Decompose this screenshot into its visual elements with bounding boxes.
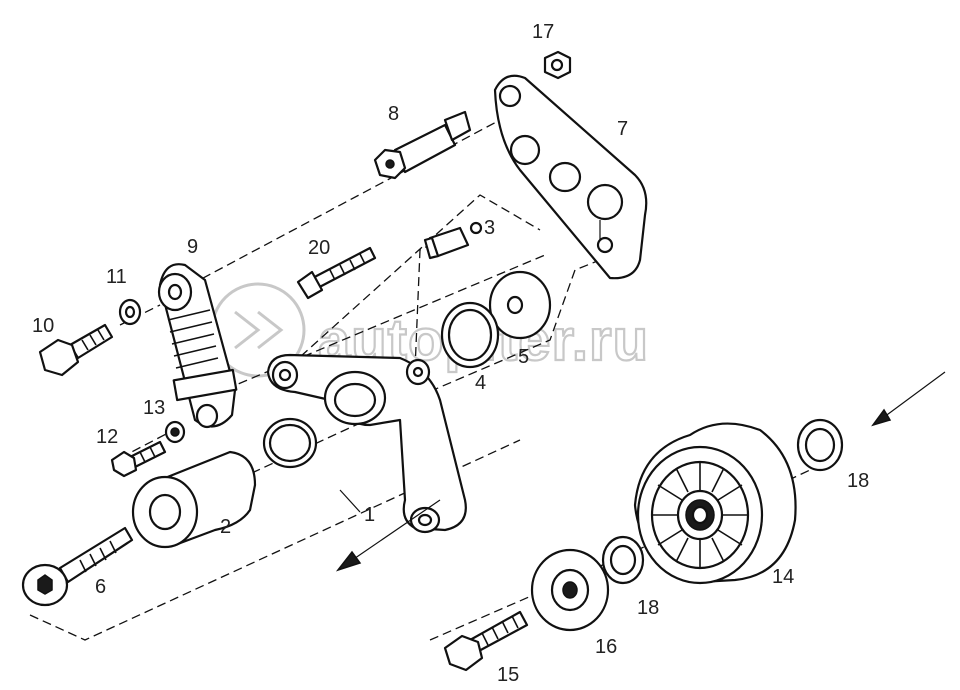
direction-arrows [335, 371, 946, 572]
callout-3: 3 [484, 217, 495, 239]
callout-11: 11 [106, 266, 127, 288]
callout-10: 10 [32, 315, 54, 337]
part-12-bolt [110, 440, 167, 478]
part-17-nut [543, 50, 572, 80]
callout-14: 14 [772, 566, 794, 588]
callout-6: 6 [95, 576, 106, 598]
callout-16: 16 [595, 636, 617, 658]
part-11-washer [118, 298, 142, 326]
seal-ring [262, 417, 318, 469]
part-6-bolt [21, 526, 134, 607]
callout-15: 15 [497, 664, 519, 686]
callout-2: 2 [220, 516, 231, 538]
part-5-washer [488, 270, 552, 340]
callout-13: 13 [143, 397, 165, 419]
part-8-stud-bolt [373, 110, 472, 180]
part-10-bolt [38, 323, 114, 377]
part-14-pulley [633, 422, 797, 585]
part-16-washer [530, 548, 610, 632]
part-2-bushing [131, 450, 257, 549]
assembly-axes [29, 119, 811, 641]
leader-lines [339, 220, 601, 513]
callout-20: 20 [308, 237, 330, 259]
callout-1: 1 [364, 504, 375, 526]
part-3-pin [423, 221, 483, 260]
part-18-circlip-upper [796, 418, 844, 472]
part-18-circlip-lower [601, 535, 645, 585]
callout-5: 5 [518, 346, 529, 368]
part-1-tensioner-arm [266, 353, 467, 534]
part-7-bracket [493, 74, 648, 280]
callout-4: 4 [475, 372, 486, 394]
part-13-washer [164, 420, 186, 444]
callout-18-upper: 18 [847, 470, 869, 492]
part-4-seal-ring [440, 301, 500, 369]
callout-18-lower: 18 [637, 597, 659, 619]
callout-9: 9 [187, 236, 198, 258]
callout-7: 7 [617, 118, 628, 140]
callout-8: 8 [388, 103, 399, 125]
callout-17: 17 [532, 21, 554, 43]
callout-12: 12 [96, 426, 118, 448]
part-9-damper [157, 263, 238, 429]
callout-labels: 1 2 3 4 5 6 7 8 9 10 11 12 13 14 15 16 1… [32, 21, 869, 686]
part-15-bolt [443, 610, 529, 672]
part-20-bolt [296, 246, 377, 300]
